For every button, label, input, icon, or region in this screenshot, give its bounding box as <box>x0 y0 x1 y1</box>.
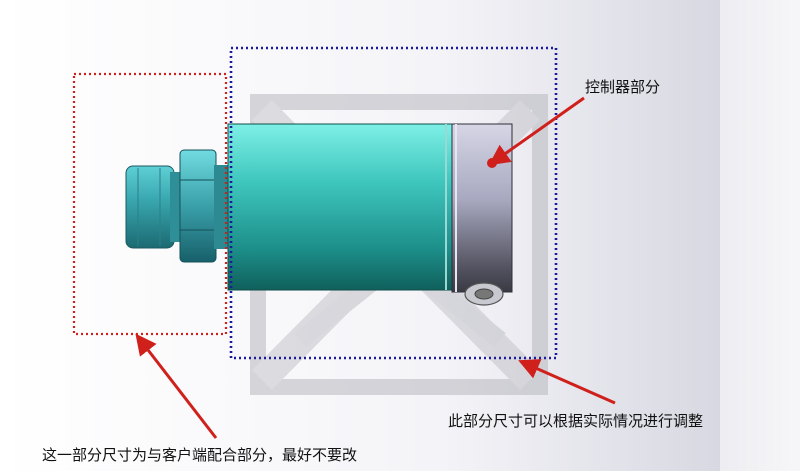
cable-gland-nut <box>464 282 504 306</box>
adjustable-region-box <box>229 46 558 360</box>
adjustable-arrow <box>518 359 616 405</box>
client-fit-region-box <box>72 72 228 336</box>
controller-label: 控制器部分 <box>585 78 661 96</box>
controller-cap <box>451 123 513 293</box>
connector-fitting <box>125 149 230 263</box>
cylinder-body <box>227 123 453 291</box>
adjustable-label: 此部分尺寸可以根据实际情况进行调整 <box>448 412 704 430</box>
client-fit-arrow <box>135 333 218 439</box>
client-fit-label: 这一部分尺寸为与客户端配合部分，最好不要改 <box>42 446 358 464</box>
background-edge <box>720 0 800 471</box>
controller-arrow-dot <box>487 158 497 168</box>
controller-arrow <box>488 96 585 166</box>
